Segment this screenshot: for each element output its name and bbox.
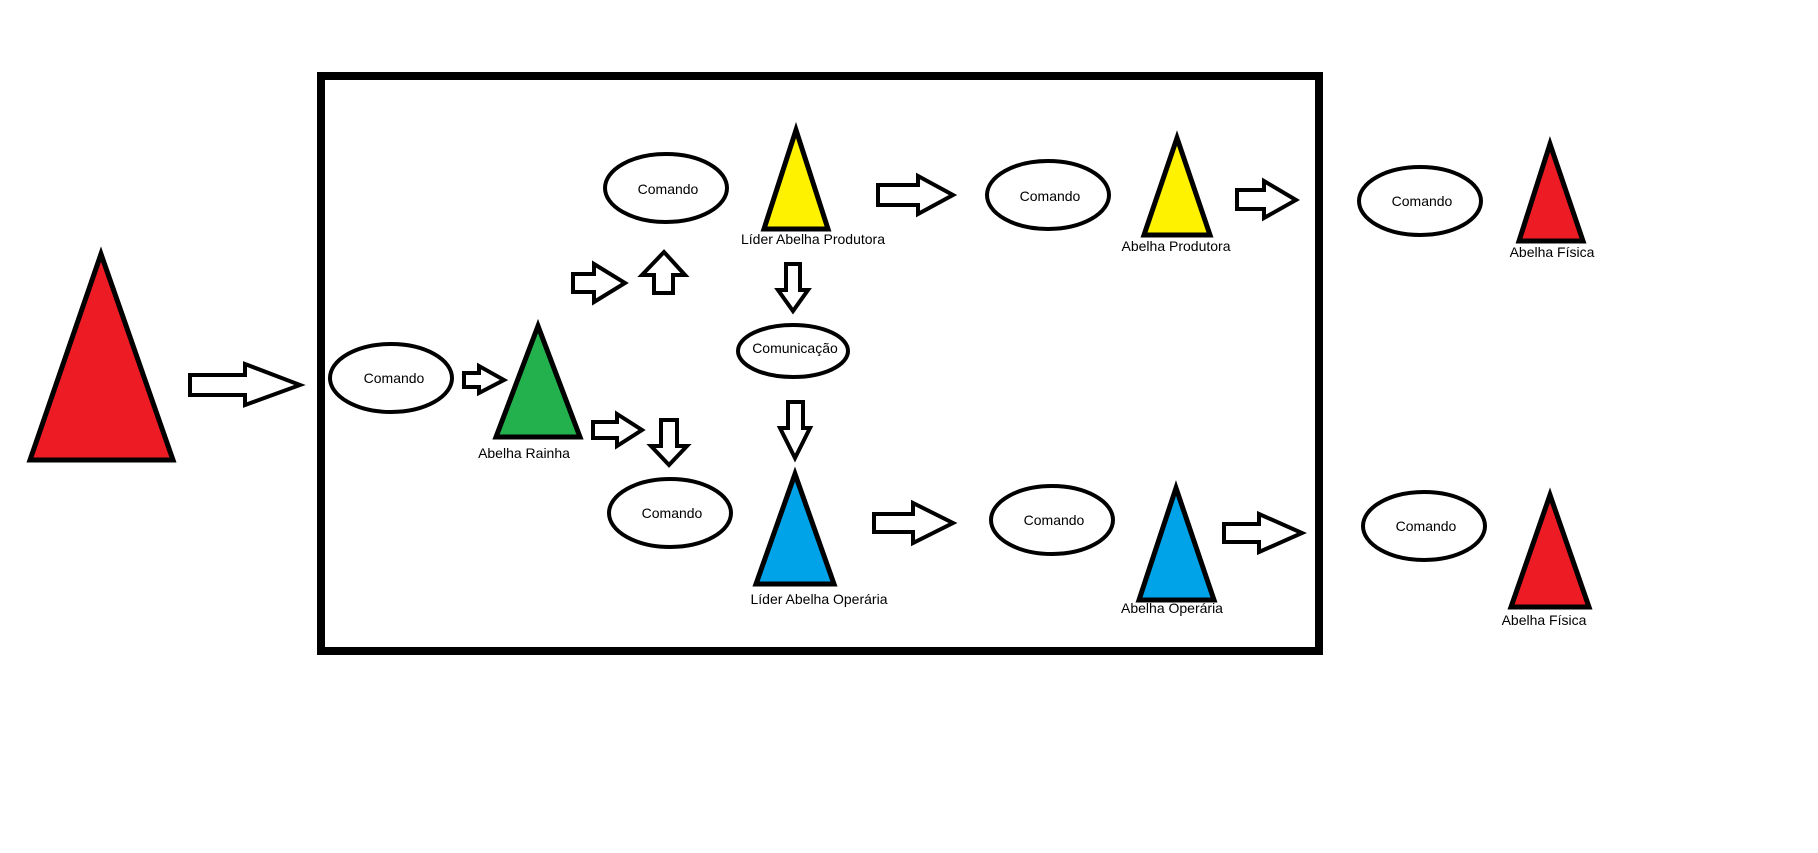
arrow-down-to-lower-leader <box>776 400 814 463</box>
label-comando-lower-2: Comando <box>1024 512 1085 528</box>
label-lider-produtora: Líder Abelha Produtora <box>741 231 885 247</box>
arrow-right-lower-row-1 <box>872 499 958 547</box>
label-comando-lower-1: Comando <box>642 505 703 521</box>
ellipse-comando-lower-3 <box>1361 490 1487 562</box>
label-abelha-rainha: Abelha Rainha <box>478 445 570 461</box>
label-comando-upper-1: Comando <box>638 181 699 197</box>
ellipse-comando-lower-2 <box>989 484 1115 556</box>
queen-bee-green-triangle <box>492 318 584 440</box>
arrow-down-to-communication <box>774 262 812 315</box>
ellipse-comando-upper-3 <box>1357 165 1483 237</box>
label-comunicacao: Comunicação <box>752 340 838 356</box>
label-abelha-produtora: Abelha Produtora <box>1122 238 1231 254</box>
ellipse-comando-upper-1 <box>603 152 729 224</box>
label-abelha-fisica-upper: Abelha Física <box>1510 244 1595 260</box>
arrow-right-into-box <box>188 361 306 408</box>
physical-bee-red-triangle-upper <box>1515 136 1587 244</box>
arrow-down-lower-branch <box>646 418 692 468</box>
arrow-right-lower-exit <box>1222 510 1307 556</box>
arrow-up-upper-branch <box>637 249 690 295</box>
ellipse-comunicacao <box>736 323 850 379</box>
label-abelha-fisica-lower: Abelha Física <box>1502 612 1587 628</box>
leader-worker-blue-triangle <box>752 466 838 587</box>
arrow-right-to-queen <box>462 362 509 397</box>
arrow-right-upper-exit <box>1235 177 1300 222</box>
label-comando-upper-2: Comando <box>1020 188 1081 204</box>
label-lider-operaria: Líder Abelha Operária <box>751 591 888 607</box>
label-comando-lower-3: Comando <box>1396 518 1457 534</box>
physical-bee-red-triangle-lower <box>1507 487 1593 610</box>
arrow-right-lower-branch <box>591 410 646 450</box>
worker-bee-blue-triangle <box>1135 480 1218 603</box>
ellipse-comando-entry <box>328 342 454 414</box>
leader-producer-yellow-triangle <box>760 121 832 232</box>
arrow-right-upper-branch <box>571 260 629 306</box>
ellipse-comando-lower-1 <box>607 477 733 549</box>
label-abelha-operaria: Abelha Operária <box>1121 600 1223 616</box>
arrow-right-upper-row-1 <box>876 172 958 218</box>
external-red-triangle <box>26 246 177 463</box>
hive-boundary-box <box>317 72 1323 655</box>
label-comando-entry: Comando <box>364 370 425 386</box>
producer-bee-yellow-triangle <box>1140 130 1214 238</box>
ellipse-comando-upper-2 <box>985 159 1111 231</box>
label-comando-upper-3: Comando <box>1392 193 1453 209</box>
